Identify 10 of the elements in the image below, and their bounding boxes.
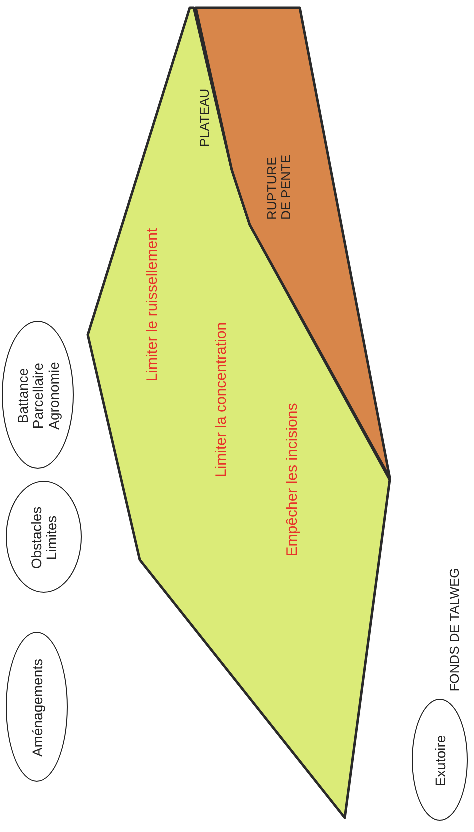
objective-text: Limiter la concentration	[214, 322, 230, 478]
zone-label: RUPTURE DE PENTE	[266, 154, 294, 220]
plateau-label: PLATEAU	[198, 88, 212, 148]
valley-floor-label: FONDS DE TALWEG	[448, 568, 462, 692]
measure-text: Obstacles Limites	[30, 506, 60, 570]
measure-text: Aménagements	[30, 658, 46, 758]
objective-text: Limiter le ruissellement	[144, 228, 162, 382]
measure-text: Battance Parcellaire Agronomie	[16, 362, 62, 430]
measure-text: Exutoire	[433, 735, 449, 787]
objective-text: Empêcher les incisions	[284, 403, 302, 557]
